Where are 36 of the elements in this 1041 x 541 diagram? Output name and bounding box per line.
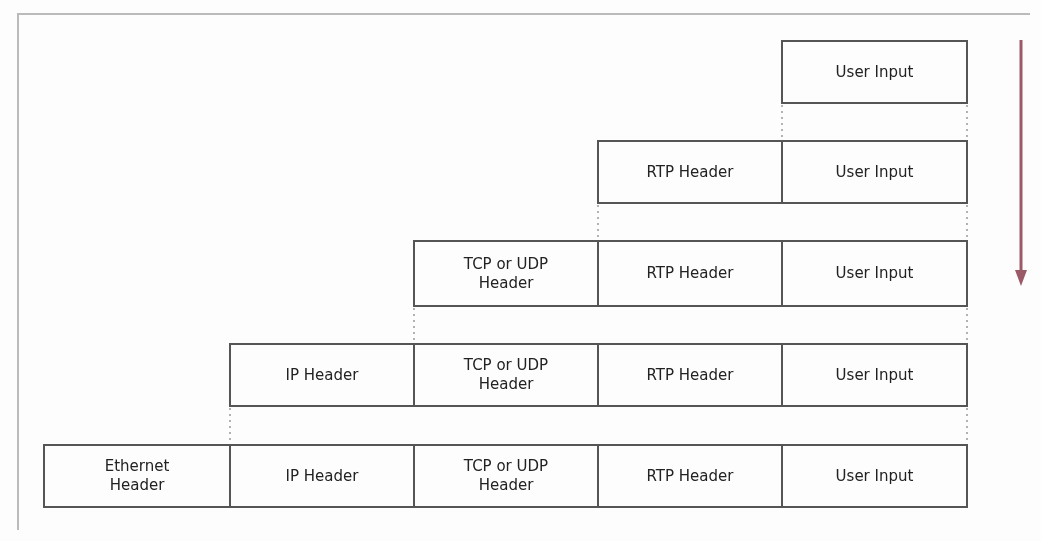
header-cell bbox=[781, 240, 968, 307]
header-cell bbox=[781, 140, 968, 204]
cell-label: RTP Header bbox=[645, 264, 735, 283]
cell-label: TCP or UDP Header bbox=[462, 457, 550, 495]
header-cell bbox=[781, 40, 968, 104]
dotted-connector bbox=[597, 204, 599, 240]
header-cell bbox=[229, 343, 415, 407]
cell-label: TCP or UDP Header bbox=[462, 254, 550, 293]
header-cell bbox=[597, 343, 783, 407]
cell-label: RTP Header bbox=[645, 365, 735, 385]
cell-label: User Input bbox=[834, 365, 915, 385]
cell-label: TCP or UDP Header bbox=[462, 356, 550, 394]
cell-label: IP Header bbox=[284, 466, 360, 486]
dotted-connector bbox=[966, 307, 968, 343]
header-cell bbox=[597, 444, 783, 508]
dotted-connector bbox=[966, 104, 968, 140]
cell-label: User Input bbox=[834, 264, 915, 283]
header-cell bbox=[229, 444, 415, 508]
header-cell bbox=[43, 444, 231, 508]
header-cell bbox=[413, 240, 599, 307]
cell-label: User Input bbox=[834, 62, 915, 82]
cell-label: RTP Header bbox=[645, 162, 735, 182]
header-cell bbox=[781, 343, 968, 407]
header-cell bbox=[413, 343, 599, 407]
header-cell bbox=[413, 444, 599, 508]
cell-label: RTP Header bbox=[645, 466, 735, 486]
cell-label: User Input bbox=[834, 466, 915, 486]
header-cell bbox=[597, 240, 783, 307]
cell-label: User Input bbox=[834, 162, 915, 182]
header-cell bbox=[597, 140, 783, 204]
dotted-connector bbox=[413, 307, 415, 343]
dotted-connector bbox=[781, 104, 783, 140]
dotted-connector bbox=[966, 204, 968, 240]
cell-label: Ethernet Header bbox=[103, 457, 171, 495]
header-cell bbox=[781, 444, 968, 508]
cell-label: IP Header bbox=[284, 365, 360, 385]
